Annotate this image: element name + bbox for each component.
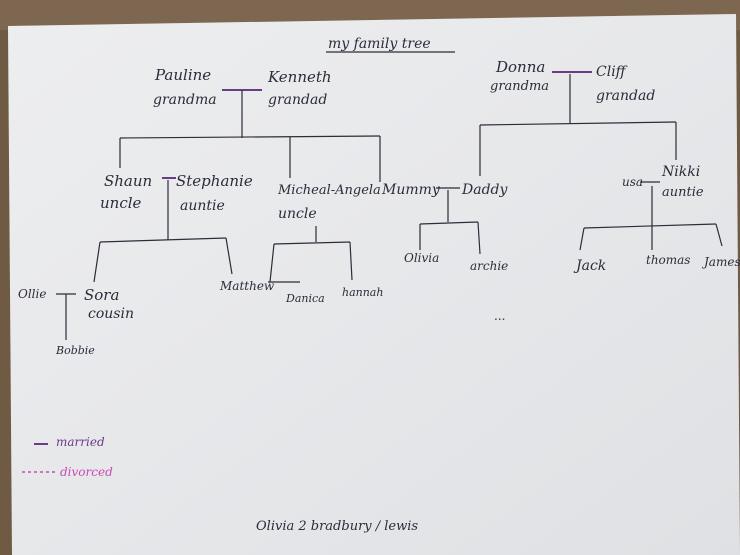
grandma-donna-name: Donna bbox=[495, 58, 545, 76]
tree-line bbox=[119, 135, 381, 139]
tree-line bbox=[225, 237, 233, 275]
stray-dots: ... bbox=[494, 309, 505, 323]
tree-line bbox=[583, 223, 717, 229]
micheal-angela-role: uncle bbox=[278, 206, 317, 222]
shaun-role: uncle bbox=[100, 194, 142, 212]
usa-name: usa bbox=[622, 175, 643, 189]
tree-line bbox=[479, 121, 677, 126]
nikki-role: auntie bbox=[662, 185, 704, 200]
legend-married-label: married bbox=[56, 435, 105, 449]
thomas-name: thomas bbox=[646, 253, 690, 267]
grandad-cliff-role: grandad bbox=[596, 88, 655, 104]
danica-name: Danica bbox=[285, 292, 325, 305]
nikki-name: Nikki bbox=[661, 164, 700, 180]
grandad-kenneth-name: Kenneth bbox=[267, 68, 332, 86]
legend-divorced-label: divorced bbox=[60, 465, 113, 479]
footer-signature: Olivia 2 bradbury / lewis bbox=[256, 519, 418, 534]
tree-line bbox=[419, 221, 479, 225]
grandma-pauline-role: grandma bbox=[153, 92, 217, 108]
micheal-angela-name: Micheal-Angela bbox=[277, 183, 381, 198]
tree-line bbox=[93, 241, 101, 283]
daddy-name: Daddy bbox=[461, 182, 508, 198]
tree-title: my family tree bbox=[328, 36, 431, 52]
tree-line bbox=[715, 223, 723, 247]
matthew-name: Matthew bbox=[219, 279, 275, 293]
stephanie-name: Stephanie bbox=[176, 172, 253, 190]
tree-line bbox=[349, 241, 353, 281]
archie-name: archie bbox=[470, 259, 508, 273]
james-name: James bbox=[701, 255, 740, 269]
ollie-name: Ollie bbox=[18, 287, 46, 301]
grandad-kenneth-role: grandad bbox=[268, 92, 327, 108]
tree-line bbox=[269, 243, 275, 283]
sora-role: cousin bbox=[88, 306, 134, 322]
grandma-pauline-name: Pauline bbox=[154, 66, 211, 84]
tree-line bbox=[273, 241, 351, 245]
grandma-donna-role: grandma bbox=[490, 79, 549, 94]
shaun-name: Shaun bbox=[104, 172, 152, 190]
tree-line bbox=[99, 237, 227, 243]
grandad-cliff-name: Cliff bbox=[596, 64, 628, 80]
hannah-name: hannah bbox=[342, 286, 383, 299]
tree-line bbox=[579, 227, 585, 251]
olivia-name: Olivia bbox=[404, 251, 439, 265]
tree-line bbox=[477, 221, 481, 255]
bobbie-name: Bobbie bbox=[55, 344, 95, 357]
mummy-name: Mummy bbox=[381, 182, 441, 198]
stephanie-role: auntie bbox=[180, 198, 225, 214]
paper-shade bbox=[8, 14, 740, 555]
jack-name: Jack bbox=[573, 258, 606, 274]
sora-name: Sora bbox=[84, 286, 119, 304]
